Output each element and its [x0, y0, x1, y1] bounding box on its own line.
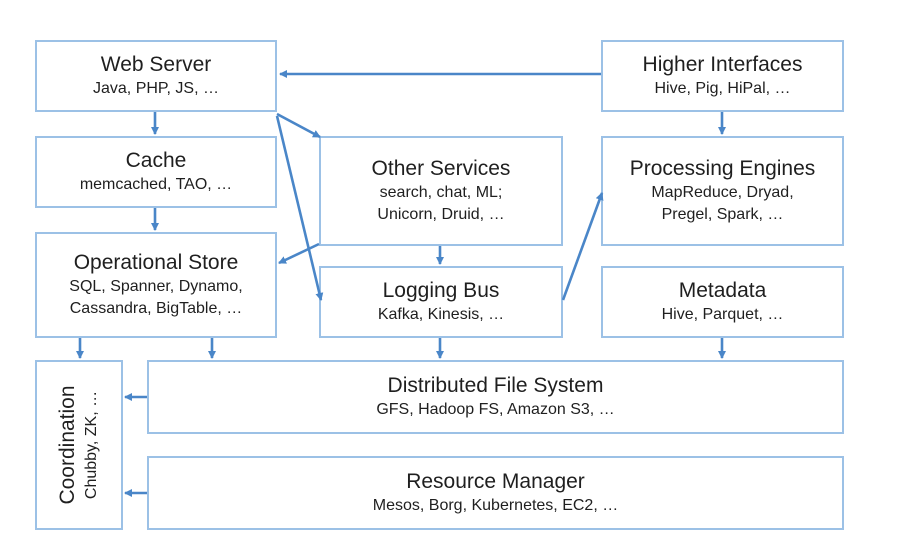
distributed-file-system-box: Distributed File System GFS, Hadoop FS, …: [147, 360, 844, 434]
resource-manager-box: Resource Manager Mesos, Borg, Kubernetes…: [147, 456, 844, 530]
metadata-subtitle: Hive, Parquet, …: [661, 306, 784, 323]
logging-bus-subtitle: Kafka, Kinesis, …: [377, 306, 505, 323]
cache-subtitle: memcached, TAO, …: [79, 176, 233, 193]
coordination-box: Coordination Chubby, ZK, …: [35, 360, 123, 530]
arrow-web-server-to-other-services: [276, 112, 321, 139]
resource-manager-subtitle: Mesos, Borg, Kubernetes, EC2, …: [372, 497, 619, 514]
arrow-logging-bus-to-processing-engines: [561, 192, 604, 301]
other-services-title: Other Services: [371, 157, 511, 180]
other-services-subtitle-line-2: Unicorn, Druid, …: [377, 206, 505, 223]
higher-interfaces-subtitle: Hive, Pig, HiPal, …: [654, 80, 791, 97]
coordination-title: Coordination: [56, 385, 79, 505]
web-server-title: Web Server: [100, 53, 212, 76]
operational-store-subtitle-line-2: Cassandra, BigTable, …: [69, 300, 243, 317]
operational-store-box: Operational Store SQL, Spanner, Dynamo, …: [35, 232, 277, 338]
higher-interfaces-box: Higher Interfaces Hive, Pig, HiPal, …: [601, 40, 844, 112]
logging-bus-title: Logging Bus: [382, 279, 500, 302]
other-services-box: Other Services search, chat, ML; Unicorn…: [319, 136, 563, 246]
arrow-web-server-to-logging-bus: [275, 115, 324, 301]
distributed-file-system-subtitle: GFS, Hadoop FS, Amazon S3, …: [376, 401, 615, 418]
distributed-file-system-title: Distributed File System: [387, 374, 604, 397]
metadata-box: Metadata Hive, Parquet, …: [601, 266, 844, 338]
coordination-subtitle: Chubby, ZK, …: [83, 390, 100, 500]
processing-engines-subtitle-line-1: MapReduce, Dryad,: [651, 184, 794, 201]
web-server-subtitle: Java, PHP, JS, …: [93, 80, 219, 97]
processing-engines-title: Processing Engines: [629, 157, 816, 180]
arrow-other-services-to-operational-store: [278, 242, 320, 265]
processing-engines-box: Processing Engines MapReduce, Dryad, Pre…: [601, 136, 844, 246]
operational-store-title: Operational Store: [73, 251, 239, 274]
cache-title: Cache: [125, 149, 187, 172]
coordination-rotated-label: Coordination Chubby, ZK, …: [55, 385, 103, 504]
web-server-box: Web Server Java, PHP, JS, …: [35, 40, 277, 112]
higher-interfaces-title: Higher Interfaces: [642, 53, 803, 76]
logging-bus-box: Logging Bus Kafka, Kinesis, …: [319, 266, 563, 338]
cache-box: Cache memcached, TAO, …: [35, 136, 277, 208]
operational-store-subtitle-line-1: SQL, Spanner, Dynamo,: [69, 278, 243, 295]
other-services-subtitle-line-1: search, chat, ML;: [379, 184, 503, 201]
processing-engines-subtitle-line-2: Pregel, Spark, …: [661, 206, 784, 223]
resource-manager-title: Resource Manager: [406, 470, 585, 493]
metadata-title: Metadata: [678, 279, 767, 302]
